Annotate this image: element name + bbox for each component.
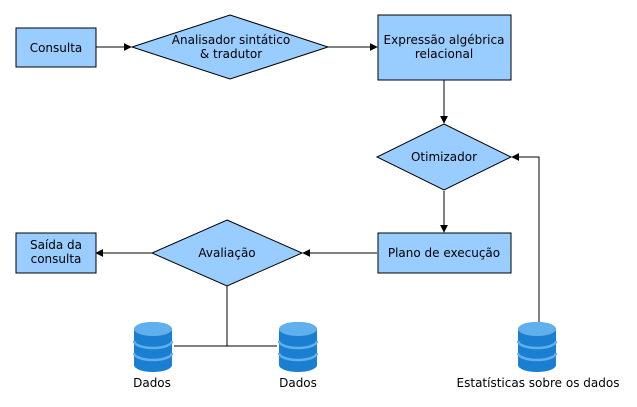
node-consulta-label: Consulta [30,41,83,55]
db-dados-1-label: Dados [133,376,171,390]
db-dados-1: Dados [133,321,173,390]
node-analisador-label-2: & tradutor [200,47,262,61]
node-expressao-label-1: Expressão algébrica [384,33,505,47]
node-avaliacao-label: Avaliação [198,246,255,260]
node-analisador-label-1: Analisador sintático [172,33,290,47]
edges [95,43,540,347]
node-analisador: Analisador sintático & tradutor [130,14,330,80]
node-avaliacao: Avaliação [150,219,304,287]
node-expressao: Expressão algébrica relacional [377,14,512,81]
node-otimizador-label: Otimizador [411,150,477,164]
db-estatisticas-label: Estatísticas sobre os dados [457,376,620,390]
node-saida-label-1: Saída da [30,238,82,252]
node-saida: Saída da consulta [15,232,97,274]
node-consulta: Consulta [15,27,97,68]
node-plano: Plano de execução [377,232,512,274]
db-estatisticas: Estatísticas sobre os dados [457,321,620,390]
node-saida-label-2: consulta [31,252,82,266]
database-icon [517,321,557,373]
node-otimizador: Otimizador [375,123,513,191]
edge-estatisticas-otimizador [511,153,540,322]
db-dados-2-label: Dados [279,376,317,390]
node-plano-label: Plano de execução [388,246,500,260]
database-icon [133,321,173,373]
db-dados-2: Dados [278,321,318,390]
database-icon [278,321,318,373]
node-expressao-label-2: relacional [415,47,473,61]
